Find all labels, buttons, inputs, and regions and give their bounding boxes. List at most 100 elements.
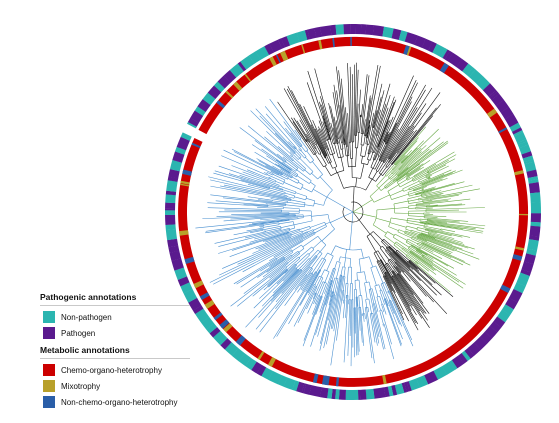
tree-branch: [349, 231, 352, 250]
tree-branch: [338, 138, 342, 150]
tree-leaf: [357, 296, 359, 307]
tree-leaf: [359, 307, 363, 343]
metabolic-ring-segment: [180, 180, 190, 185]
pathogenic-ring-segment: [462, 63, 474, 76]
metabolic-ring-segment: [318, 39, 323, 50]
tree-leaf: [219, 235, 303, 276]
tree-leaf: [407, 260, 420, 272]
tree-leaf: [275, 255, 317, 303]
pathogenic-ring-segment: [484, 325, 498, 339]
tree-root-branch: [352, 211, 367, 230]
tree-leaf: [418, 188, 480, 201]
tree-leaf: [410, 250, 433, 267]
tree-leaf: [368, 289, 380, 337]
metabolic-ring-segment: [267, 357, 276, 368]
tree-leaf: [401, 147, 418, 164]
tree-leaf: [314, 292, 316, 295]
pathogenic-ring-segment: [444, 50, 453, 62]
tree-branch: [302, 230, 314, 237]
tree-leaf: [336, 66, 346, 145]
tree-branch: [263, 222, 279, 226]
tree-branch: [346, 155, 349, 167]
tree-branch: [385, 162, 390, 167]
tree-branch: [316, 276, 322, 287]
tree-branch: [398, 229, 406, 233]
tree-branch: [365, 138, 368, 144]
tree-branch: [286, 196, 295, 199]
tree-leaf: [365, 64, 379, 136]
tree-leaf: [243, 203, 268, 207]
tree-branch: [384, 175, 398, 187]
tree-leaf: [388, 246, 411, 268]
tree-branch: [386, 152, 399, 168]
tree-leaf: [391, 276, 410, 307]
tree-leaf: [373, 119, 391, 160]
tree-connector: [361, 162, 368, 166]
tree-leaf: [393, 270, 428, 321]
tree-branch: [286, 258, 301, 270]
tree-leaf: [383, 323, 395, 360]
tree-branch: [405, 228, 411, 232]
pathogenic-ring-segment: [213, 81, 225, 93]
tree-leaf: [395, 140, 418, 166]
tree-leaf: [258, 269, 302, 318]
tree-leaf: [266, 155, 298, 176]
tree-leaf: [410, 251, 464, 289]
tree-leaf: [377, 120, 389, 148]
tree-leaf: [312, 120, 326, 149]
tree-branch: [419, 177, 429, 183]
tree-connector: [295, 147, 297, 150]
pathogenic-ring-segment: [334, 389, 340, 400]
tree-leaf: [421, 170, 456, 185]
pathogenic-ring-segment: [192, 305, 204, 315]
tree-leaf: [420, 174, 445, 185]
tree-leaf: [373, 303, 384, 350]
tree-leaf: [262, 269, 299, 307]
tree-leaf: [205, 224, 264, 234]
tree-connector: [370, 265, 376, 268]
pathogenic-ring-segment: [190, 110, 204, 123]
tree-leaf: [385, 247, 448, 315]
pathogenic-ring-segment: [304, 29, 310, 40]
tree-leaf: [307, 70, 331, 140]
tree-leaf: [240, 179, 270, 189]
tree-leaf: [292, 121, 307, 143]
tree-connector: [418, 180, 420, 183]
tree-leaf: [230, 215, 296, 220]
tree-branch: [311, 214, 329, 217]
pathogenic-ring-segment: [194, 106, 206, 116]
tree-leaf: [290, 154, 292, 157]
tree-leaf: [218, 165, 279, 187]
tree-leaf: [417, 235, 480, 260]
metabolic-ring-segment: [216, 100, 226, 109]
tree-leaf: [413, 164, 447, 182]
pathogenic-ring-segment: [416, 375, 429, 388]
legend-item-non-pathogen: Non-pathogen: [40, 309, 190, 325]
tree-leaf: [388, 300, 395, 315]
tree-branch: [388, 226, 399, 231]
tree-branch: [384, 282, 389, 292]
pathogenic-ring-segment: [296, 381, 305, 393]
tree-leaf: [277, 101, 315, 155]
tree-leaf: [428, 176, 431, 178]
tree-leaf: [231, 165, 276, 183]
tree-leaf: [350, 299, 353, 367]
pathogenic-ring-segment: [187, 117, 199, 127]
tree-branch: [365, 178, 373, 191]
tree-leaf: [275, 256, 318, 310]
pathogenic-ring-segment: [326, 388, 333, 399]
pathogenic-ring-segment: [183, 289, 198, 303]
tree-branch: [266, 174, 285, 183]
tree-branch: [309, 249, 319, 260]
tree-leaf: [428, 177, 431, 180]
pathogenic-ring-segment: [171, 258, 184, 271]
tree-leaf: [421, 232, 475, 250]
tree-leaf: [405, 230, 457, 250]
tree-leaf: [281, 270, 303, 294]
tree-branch: [408, 215, 425, 217]
tree-leaf: [251, 144, 292, 171]
tree-branch: [373, 231, 383, 241]
tree-branch: [385, 264, 393, 277]
tree-leaf: [414, 163, 437, 177]
tree-connector: [324, 222, 327, 227]
